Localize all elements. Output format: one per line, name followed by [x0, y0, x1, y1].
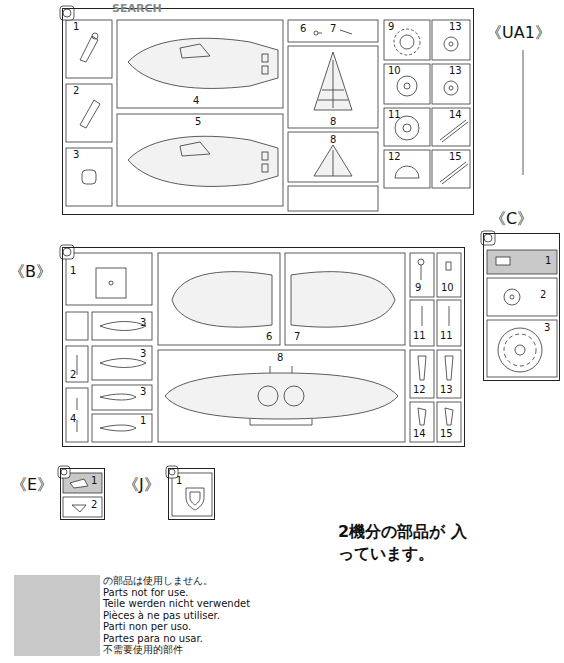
- callout-number: 6: [300, 24, 306, 34]
- callout-number: 13: [440, 385, 453, 395]
- callout-number: 12: [388, 152, 401, 162]
- legend-text: Pièces à ne pas utiliser.: [103, 610, 220, 621]
- callout-number: 2: [70, 370, 76, 380]
- callout-number: 13: [449, 22, 462, 32]
- watermark: SEARCH: [112, 3, 162, 14]
- callout-number: 13: [449, 66, 462, 76]
- callout-number: 3: [140, 387, 146, 397]
- callout-number: 3: [140, 349, 146, 359]
- callout-number: 2: [73, 86, 79, 96]
- callout-number: 4: [70, 414, 76, 424]
- legend-text: Partes para no usar.: [103, 633, 203, 644]
- sprue-frame: 《E》: [60, 468, 105, 520]
- part-shapes: [70, 29, 542, 512]
- sprue-label: 《C》: [490, 209, 533, 230]
- callout-number: 14: [413, 429, 426, 439]
- callout-number: 7: [294, 332, 300, 342]
- legend-swatch: [14, 621, 100, 633]
- callout-number: 2: [91, 500, 97, 510]
- callout-number: 8: [277, 353, 283, 363]
- callout-number: 10: [441, 283, 454, 293]
- callout-number: 9: [415, 283, 421, 293]
- callout-number: 1: [91, 476, 97, 486]
- callout-number: 11: [413, 331, 426, 341]
- callout-number: 9: [388, 22, 394, 32]
- callout-number: 5: [195, 117, 201, 127]
- legend-text: 不需要使用的部件: [103, 644, 183, 655]
- sprue-frame: 《J》: [168, 468, 215, 520]
- sprue-label: 《B》: [9, 262, 52, 283]
- callout-number: 15: [449, 152, 462, 162]
- callout-number: 2: [540, 290, 546, 300]
- callout-number: 14: [449, 110, 462, 120]
- note: 2機分の部品が 入っています。: [338, 521, 470, 564]
- callout-number: 3: [140, 318, 146, 328]
- legend-swatch: [14, 575, 100, 587]
- callout-number: 12: [413, 385, 426, 395]
- callout-number: 8: [330, 135, 336, 145]
- callout-number: 4: [193, 96, 199, 106]
- callout-number: 11: [440, 331, 453, 341]
- callout-number: 1: [140, 416, 146, 426]
- legend-text: Parts not for use.: [103, 587, 189, 598]
- legend-text: の部品は使用しません。: [103, 575, 213, 586]
- callout-number: 8: [330, 117, 336, 127]
- callout-number: 15: [440, 429, 453, 439]
- legend-text: Teile werden nicht verwendet: [103, 598, 250, 609]
- sprue-frame: 《UA1》: [62, 8, 474, 215]
- callout-number: 7: [330, 24, 336, 34]
- callout-number: 3: [73, 150, 79, 160]
- callout-number: 1: [70, 266, 76, 276]
- sprue-bracket: [523, 50, 524, 175]
- sprue-label: 《UA1》: [486, 23, 551, 44]
- sprue-tabs: [58, 6, 495, 478]
- sprue-label: 《E》: [11, 475, 53, 496]
- sprue-frame: 《B》: [62, 247, 465, 447]
- legend-swatch: [14, 610, 100, 622]
- callout-number: 1: [73, 22, 79, 32]
- callout-number: 11: [388, 110, 401, 120]
- callout-number: 3: [544, 323, 550, 333]
- callout-number: 1: [176, 476, 182, 486]
- callout-number: 6: [266, 332, 272, 342]
- callout-number: 1: [545, 256, 551, 266]
- legend-swatch: [14, 598, 100, 610]
- sprue-label: 《J》: [123, 475, 160, 496]
- legend-text: Parti non per uso.: [103, 621, 191, 632]
- legend-swatch: [14, 644, 100, 656]
- legend-swatch: [14, 587, 100, 599]
- callout-number: 10: [388, 66, 401, 76]
- legend-swatch: [14, 633, 100, 645]
